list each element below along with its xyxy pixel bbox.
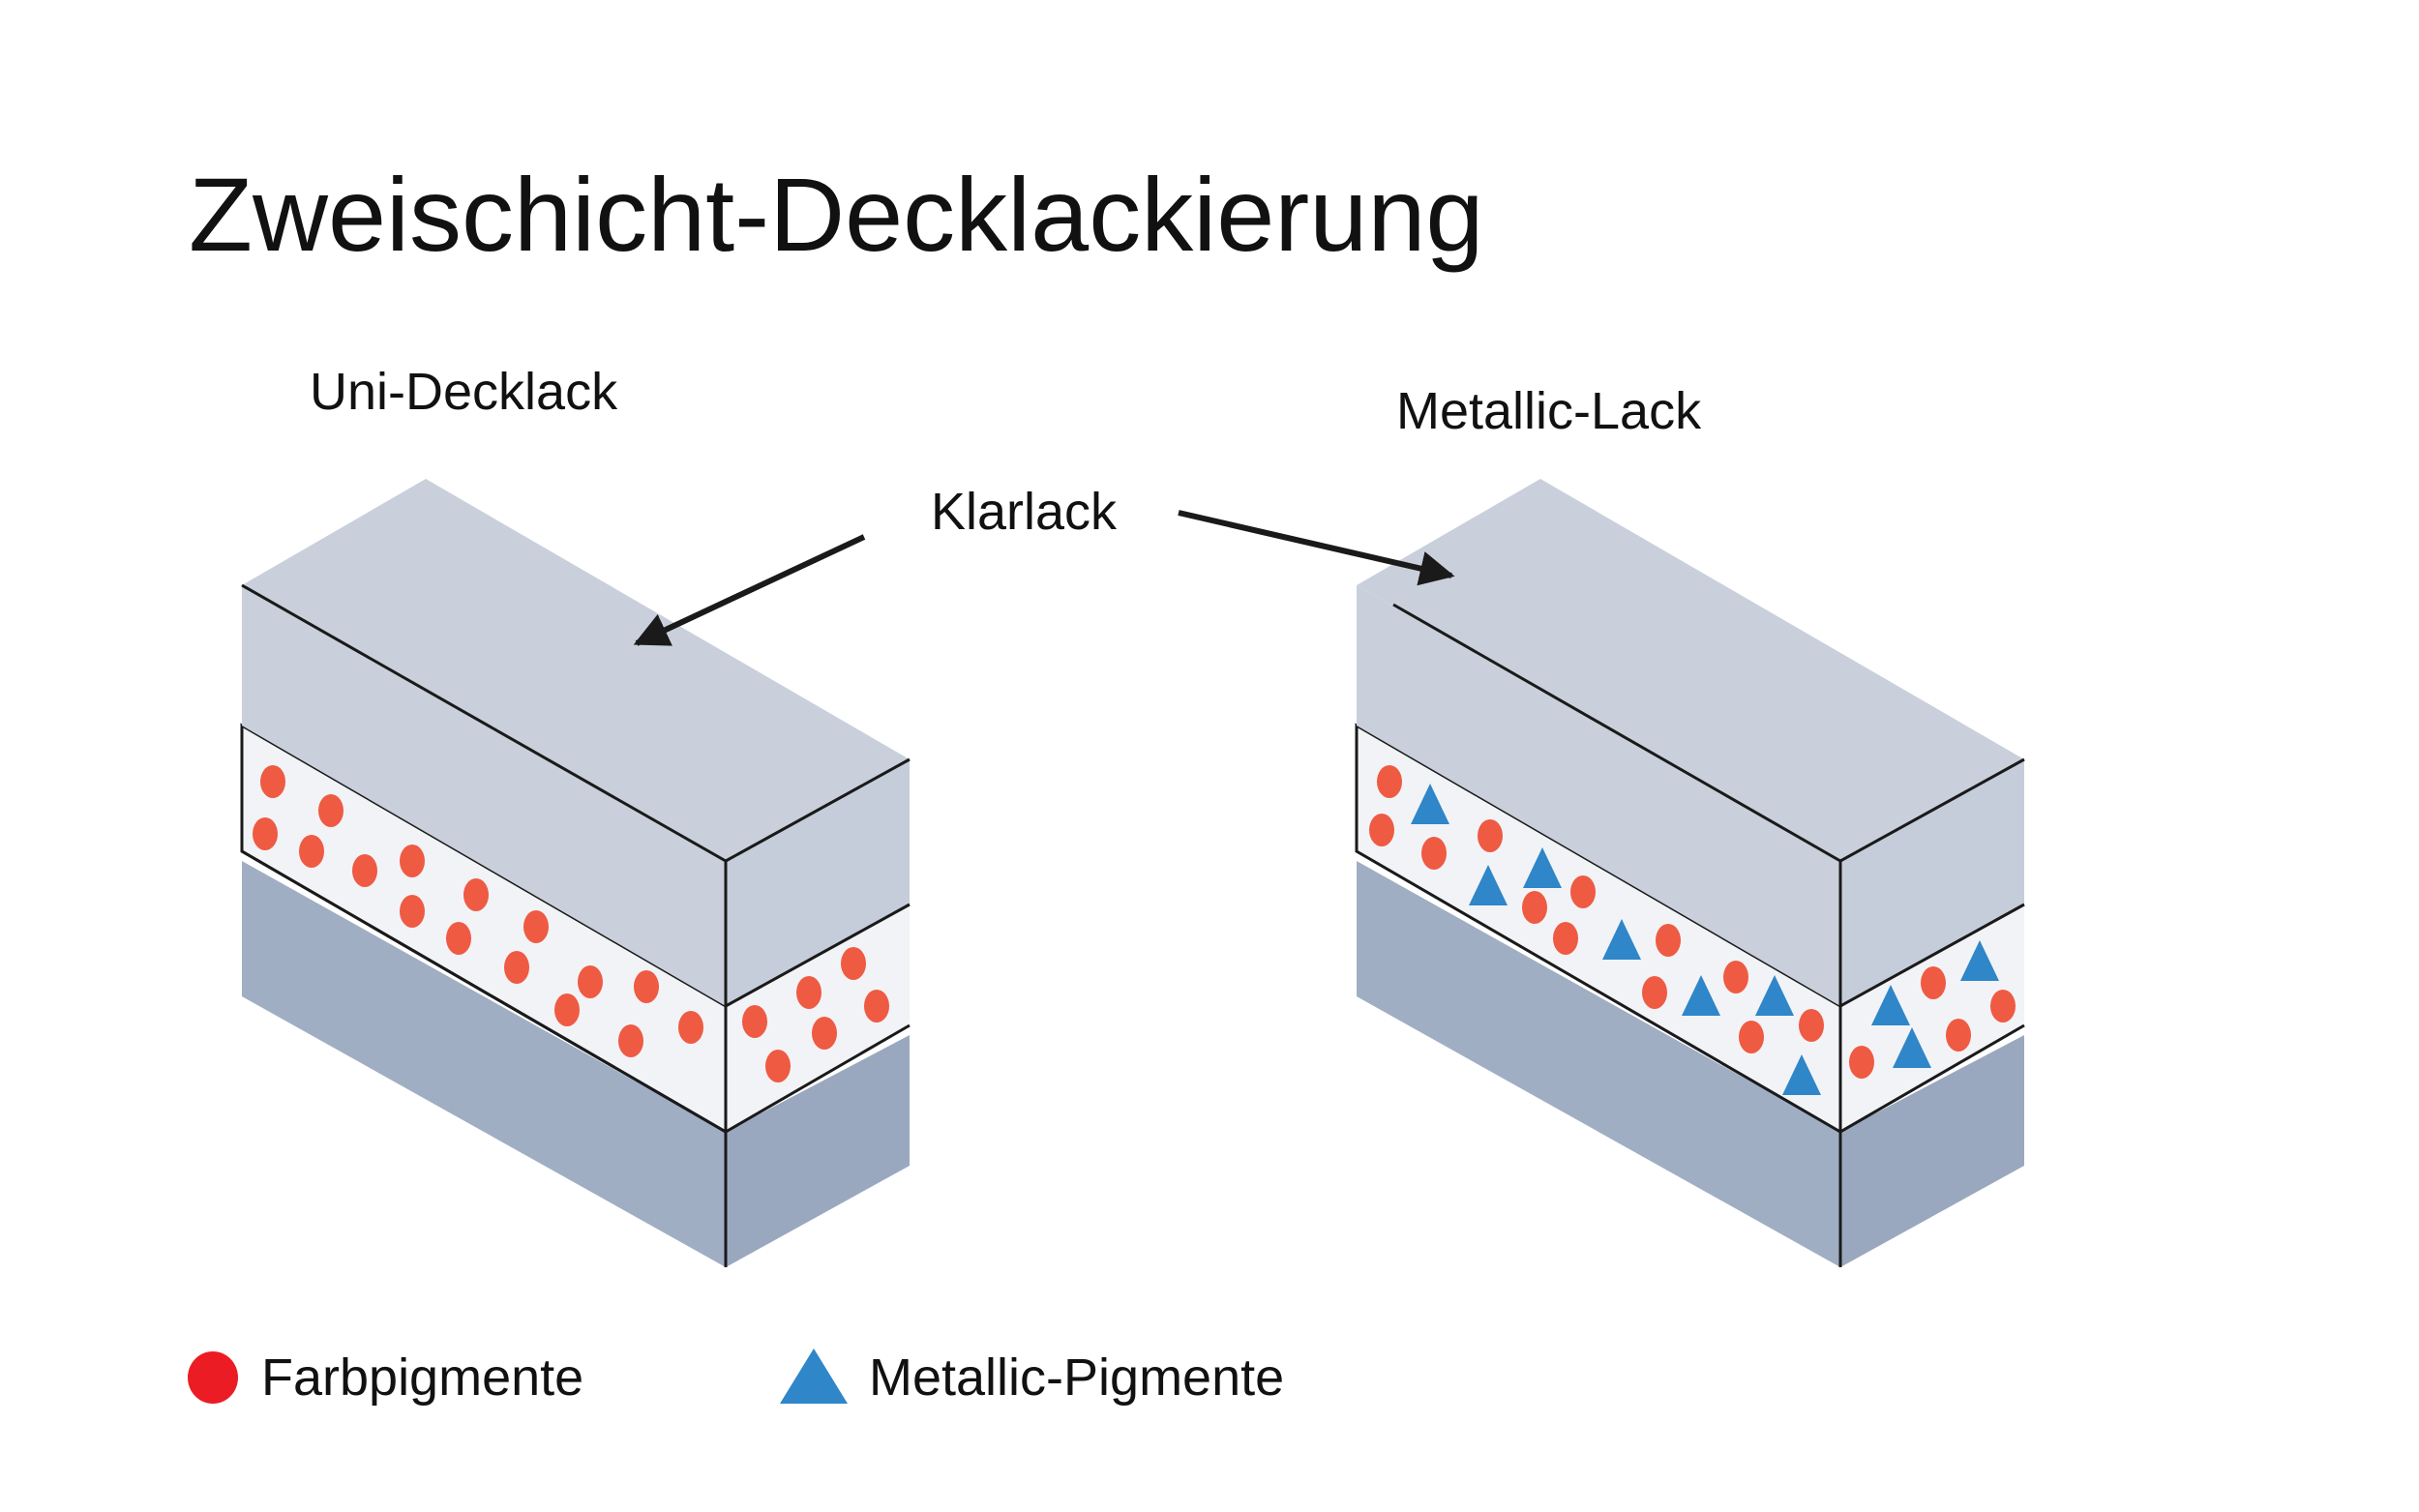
color-pigment: [796, 976, 821, 1009]
color-pigment: [1421, 837, 1447, 870]
metallic-pigment: [1871, 985, 1910, 1025]
clearcoat-front-face: [242, 585, 726, 1006]
color-pigment: [400, 895, 425, 928]
clearcoat-corner-edge: [1839, 757, 2025, 863]
clearcoat-side-face: [1840, 759, 2024, 1006]
color-pigment: [1990, 990, 2016, 1023]
clearcoat-top-face: [1357, 479, 2024, 861]
legend-metallic-pigments-label: Metallic-Pigmente: [869, 1349, 1285, 1407]
color-pigment: [1849, 1046, 1874, 1079]
color-pigment: [554, 993, 580, 1026]
color-pigment: [253, 817, 278, 850]
color-pigment: [812, 1017, 837, 1050]
clearcoat-top-edge: [241, 583, 727, 863]
color-pigment: [1553, 922, 1578, 955]
color-pigment: [1946, 1019, 1971, 1052]
color-pigment: [400, 845, 425, 877]
clearcoat-top-face: [242, 479, 910, 861]
basecoat-side-bottom-edge: [1839, 1023, 2025, 1134]
metallic-pigment: [1411, 784, 1449, 824]
color-pigment: [523, 910, 549, 943]
color-pigment: [742, 1005, 767, 1038]
substrate-front-face: [1357, 861, 1840, 1267]
color-pigment: [1656, 924, 1681, 957]
color-pigment: [578, 965, 603, 998]
color-pigment: [1642, 976, 1667, 1009]
color-pigment: [1799, 1009, 1824, 1042]
metallic-lack-label: Metallic-Lack: [1396, 382, 1702, 440]
metallic-pigment: [1893, 1027, 1931, 1068]
color-pigment: [1377, 765, 1402, 798]
metallic-pigment: [1782, 1054, 1821, 1095]
clearcoat-top-edge: [1392, 603, 1841, 863]
metallic-pigment: [1960, 940, 1999, 981]
color-pigment: [1921, 966, 1946, 999]
blue-triangle-icon: [780, 1349, 848, 1404]
uni-decklack-label: Uni-Decklack: [310, 363, 618, 421]
metallic-pigment: [1682, 975, 1720, 1016]
clearcoat-corner-edge: [725, 757, 911, 863]
basecoat-side-edge: [1839, 903, 2025, 1008]
substrate-front-face: [242, 861, 726, 1267]
color-pigment: [318, 794, 343, 827]
color-pigment: [1369, 814, 1394, 846]
basecoat-side-bottom-edge: [725, 1023, 911, 1134]
clearcoat-front-face: [1357, 585, 1840, 1006]
color-pigment: [841, 947, 866, 980]
metallic-pigment: [1602, 919, 1641, 960]
color-pigment: [765, 1050, 791, 1082]
color-pigment: [463, 878, 489, 911]
metallic-lack-block: [1355, 479, 2025, 1267]
color-pigment: [1522, 891, 1547, 924]
basecoat-bottom-edge: [241, 849, 727, 1134]
arrow-to-metallic-clearcoat: [1178, 510, 1455, 586]
metallic-pigment: [1523, 847, 1562, 888]
color-pigment: [1739, 1021, 1764, 1053]
arrow-to-uni-clearcoat: [633, 534, 866, 646]
page-title: Zweischicht-Decklackierung: [189, 156, 1484, 273]
color-pigment: [618, 1024, 643, 1057]
metallic-pigments-right: [1411, 784, 1999, 1095]
color-pigment: [1723, 961, 1748, 993]
color-pigment: [260, 765, 285, 798]
color-pigments-left: [253, 765, 889, 1082]
color-pigment: [678, 1011, 703, 1044]
metallic-pigment: [1755, 975, 1794, 1016]
color-pigment: [299, 835, 324, 868]
uni-decklack-block: [240, 479, 911, 1267]
substrate-side-face: [1840, 1035, 2024, 1267]
clearcoat-side-face: [726, 759, 910, 1006]
legend-color-pigments-label: Farbpigmente: [261, 1349, 584, 1407]
color-pigment: [352, 854, 377, 887]
color-pigment: [504, 951, 529, 984]
color-pigment: [1570, 875, 1596, 908]
color-pigment: [634, 970, 659, 1003]
red-circle-icon: [188, 1351, 238, 1404]
basecoat-side-edge: [725, 903, 911, 1008]
color-pigment: [1478, 819, 1503, 852]
klarlack-label: Klarlack: [931, 483, 1118, 541]
color-pigment: [864, 990, 889, 1023]
substrate-side-face: [726, 1035, 910, 1267]
color-pigment: [446, 922, 471, 955]
color-pigments-right: [1369, 765, 2016, 1079]
metallic-pigment: [1469, 865, 1508, 905]
